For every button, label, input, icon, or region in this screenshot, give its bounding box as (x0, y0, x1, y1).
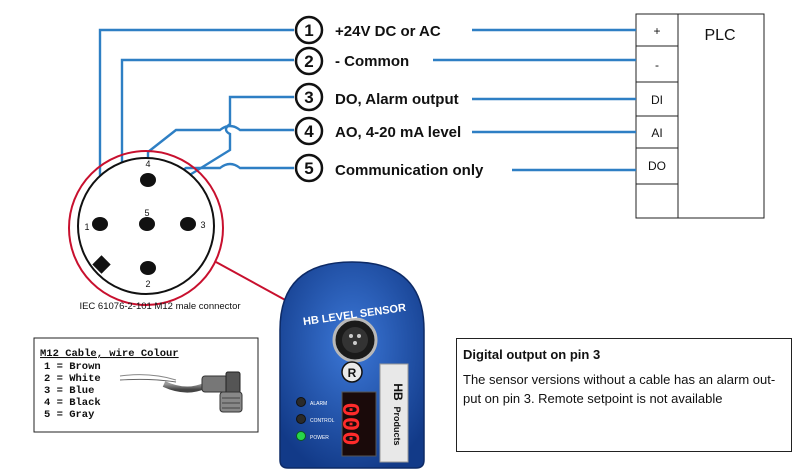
products-logo: Products (392, 406, 402, 445)
plc-block: PLC + - DI AI DO (635, 13, 765, 219)
cable-legend-row-5: 5 = Gray (44, 409, 95, 421)
connector-ring (68, 150, 224, 306)
connector-pin-label-1: 1 (84, 222, 89, 232)
pin-number-circle (294, 153, 324, 183)
wire-pin-5 (146, 162, 294, 214)
pin-hole-5 (139, 217, 155, 231)
cable-legend-row-4: 4 = Black (44, 397, 101, 409)
pin-hole-4 (140, 173, 156, 187)
pin-hole-2 (140, 261, 156, 275)
sensor-port (342, 327, 368, 353)
pin-number-5: 5 (304, 159, 313, 178)
pin-label-5: Communication only (335, 162, 484, 179)
power-led-label: POWER (310, 435, 329, 441)
wire-pin-4 (146, 124, 294, 178)
control-led-label: CONTROL (310, 418, 335, 424)
digit-display: 000 (335, 402, 362, 445)
pin-label-3: DO, Alarm output (335, 91, 459, 108)
display-panel (341, 391, 377, 457)
sensor-port-pin (353, 341, 357, 345)
plc-terminal-4: AI (651, 126, 662, 140)
plc-terminal-2: - (655, 58, 659, 72)
cable-legend-row-1: 1 = Brown (44, 361, 101, 373)
plc-terminal-1: + (653, 24, 660, 38)
power-led-icon (296, 431, 306, 441)
cable-legend-row-2: 2 = White (44, 373, 101, 385)
pin-hole-3 (180, 217, 196, 231)
sensor-port-pin (349, 334, 353, 338)
wires (98, 28, 636, 270)
r-mark (341, 361, 363, 383)
plc-terminal-5: DO (648, 159, 666, 173)
connector-key (92, 255, 111, 274)
wire-pin-3 (186, 95, 294, 222)
cable-legend-row-3: 3 = Blue (44, 385, 94, 397)
pin-number-3: 3 (304, 88, 313, 107)
plc-terminal-3: DI (651, 93, 663, 107)
hb-logo: HB (391, 383, 405, 401)
r-mark-text: R (348, 366, 357, 380)
hb-logo-panel (379, 363, 409, 463)
control-led-icon (296, 414, 306, 424)
alarm-led-label: ALARM (310, 401, 327, 407)
pin-number-2: 2 (304, 52, 313, 71)
pin-number-circle (294, 116, 324, 146)
pin-number-circle (294, 46, 324, 76)
pin-hole-1 (92, 217, 108, 231)
cable-legend-box: M12 Cable, wire Colour 1 = Brown 2 = Whi… (33, 337, 259, 433)
info-body: The sensor versions without a cable has … (463, 372, 776, 406)
pin-number-circle (294, 15, 324, 45)
info-title: Digital output on pin 3 (463, 347, 601, 362)
connector-caption: IEC 61076-2-101 M12 male connector (79, 301, 240, 312)
pin-label-2: - Common (335, 53, 409, 70)
cable-legend-title: M12 Cable, wire Colour (40, 348, 179, 360)
cable-icon (119, 371, 243, 413)
pin-number-circle (294, 82, 324, 112)
sensor-port-pin (357, 334, 361, 338)
connector-pin-label-3: 3 (200, 220, 205, 230)
connector-pin-label-2: 2 (145, 279, 150, 289)
pin-label-4: AO, 4-20 mA level (335, 124, 461, 141)
info-box: Digital output on pin 3 The sensor versi… (456, 338, 792, 452)
connector-pin-label-5: 5 (144, 208, 149, 218)
plc-label: PLC (704, 27, 735, 44)
wire-pin-1 (98, 28, 294, 222)
pin-number-4: 4 (304, 122, 314, 141)
m12-connector: 1 2 3 4 5 IEC 61076-2-101 M12 male conne… (68, 150, 241, 312)
pin-number-1: 1 (304, 21, 313, 40)
pin-label-1: +24V DC or AC (335, 23, 441, 40)
level-sensor-device: HB LEVEL SENSOR R HB Products 000 ALARM … (279, 261, 425, 469)
alarm-led-icon (296, 397, 306, 407)
pin-legend: 1 +24V DC or AC 2 - Common 3 DO, Alarm o… (294, 15, 484, 183)
connector-pin-label-4: 4 (145, 159, 150, 169)
